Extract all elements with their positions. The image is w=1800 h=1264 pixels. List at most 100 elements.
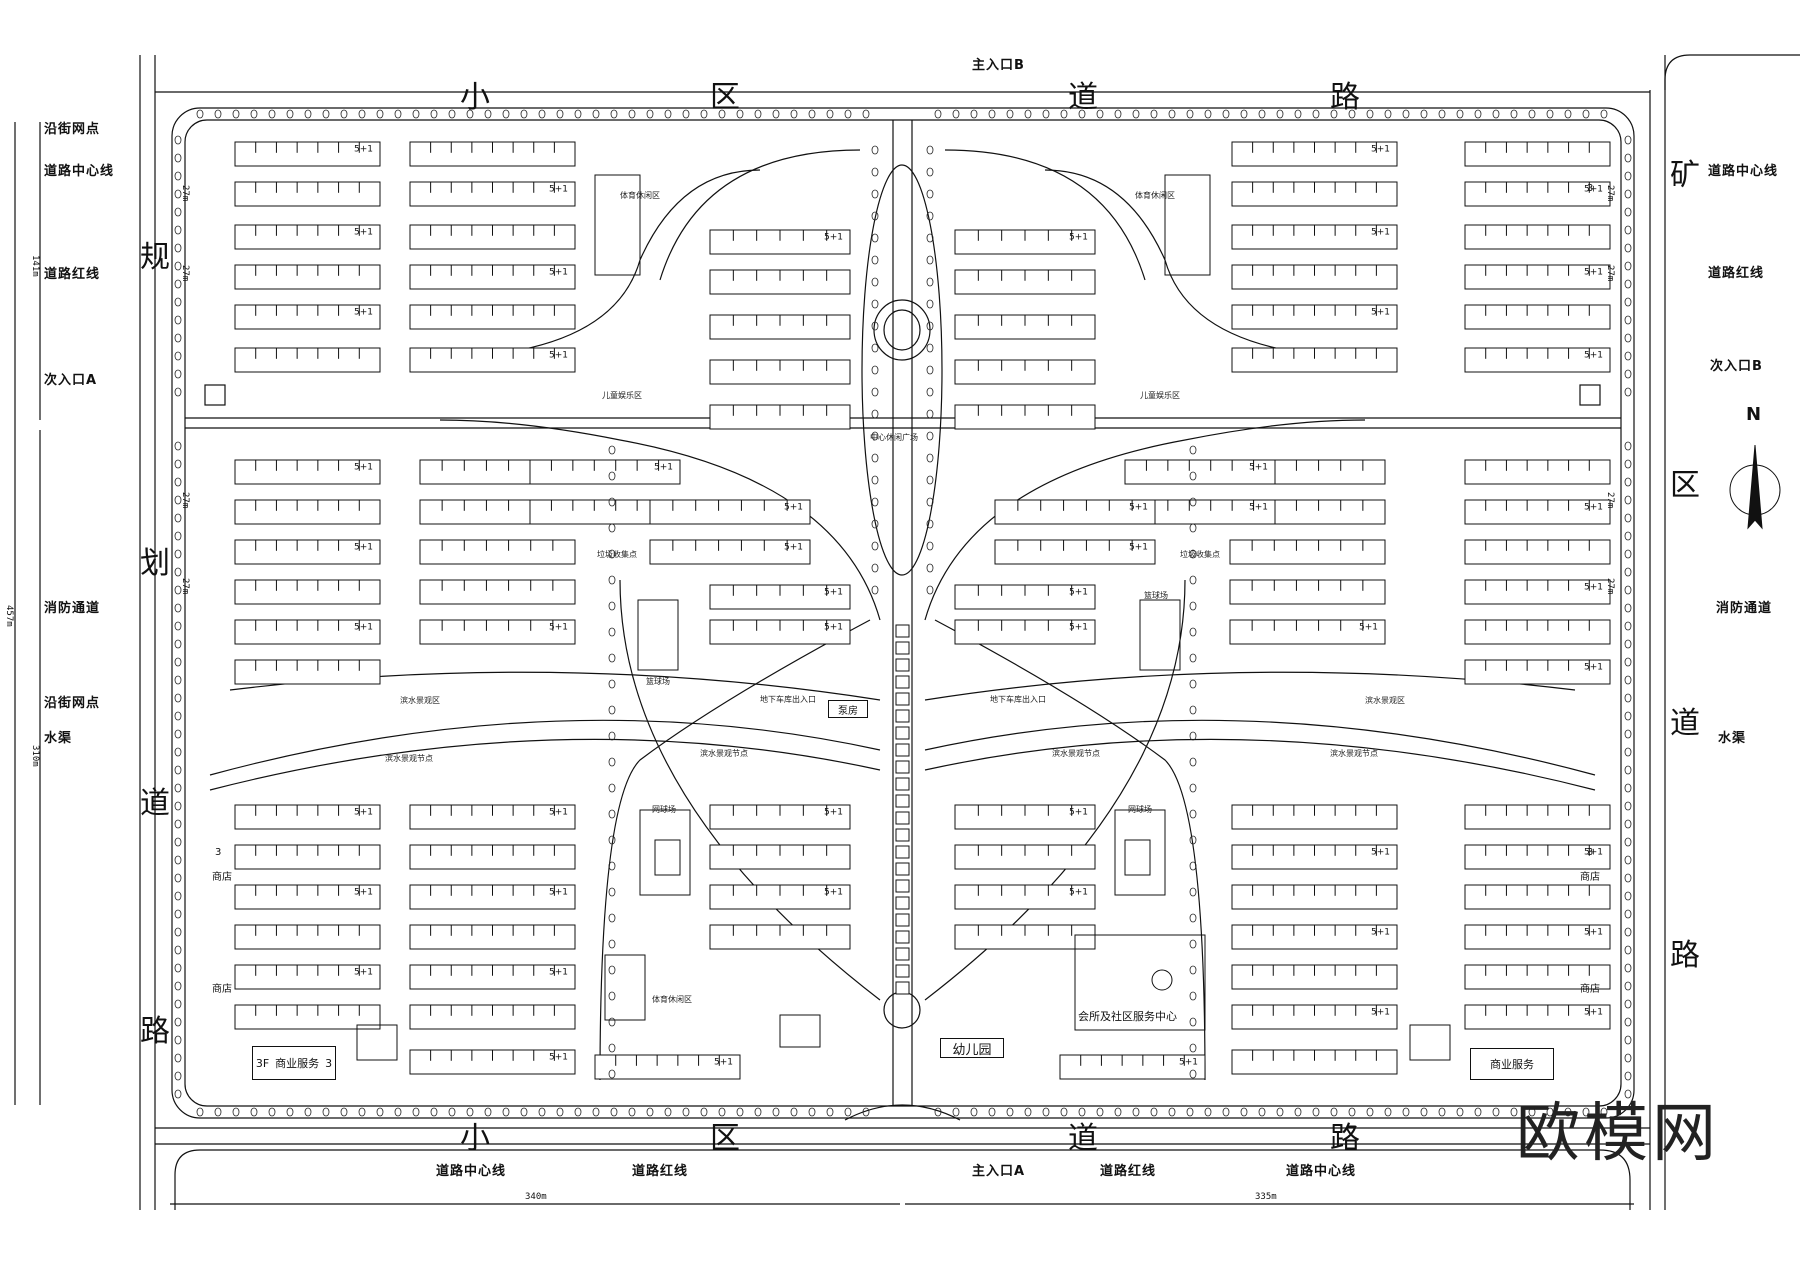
building-unit-label: 5+1	[354, 968, 373, 978]
tree-symbol	[1624, 711, 1632, 721]
pump-house-label: 泵房	[828, 700, 868, 718]
tree-symbol	[871, 519, 879, 529]
tree-symbol	[286, 1107, 294, 1117]
building-unit-label: 5+1	[1584, 268, 1603, 278]
road-name-top-3: 道	[1068, 80, 1098, 115]
tree-symbol	[736, 109, 744, 119]
tree-symbol	[174, 765, 182, 775]
tree-symbol	[1312, 1107, 1320, 1117]
tree-symbol	[926, 475, 934, 485]
tree-symbol	[1132, 1107, 1140, 1117]
tree-symbol	[1624, 981, 1632, 991]
building-unit-label: 5+1	[1179, 1058, 1198, 1068]
road-name-top-2: 区	[710, 80, 740, 115]
spine-paving-tile	[895, 675, 910, 689]
tree-symbol	[871, 211, 879, 221]
tree-symbol	[502, 109, 510, 119]
tree-symbol	[1168, 109, 1176, 119]
tree-symbol	[394, 109, 402, 119]
tree-symbol	[1312, 109, 1320, 119]
tree-symbol	[871, 189, 879, 199]
tree-symbol	[1042, 109, 1050, 119]
tree-symbol	[826, 109, 834, 119]
tree-symbol	[1624, 855, 1632, 865]
label-canal-right: 水渠	[1718, 731, 1747, 746]
tree-symbol	[926, 409, 934, 419]
tree-symbol	[871, 563, 879, 573]
tree-symbol	[1624, 783, 1632, 793]
label-road-centerline-left: 道路中心线	[44, 164, 115, 179]
tree-symbol	[430, 1107, 438, 1117]
tree-symbol	[1624, 1035, 1632, 1045]
tree-symbol	[1624, 567, 1632, 577]
label-fire-lane-right: 消防通道	[1716, 601, 1773, 616]
tree-symbol	[646, 109, 654, 119]
tree-symbol	[1624, 441, 1632, 451]
residential-building	[1464, 304, 1611, 330]
floors-right-top: 3	[1587, 183, 1594, 194]
tree-symbol	[1384, 1107, 1392, 1117]
label-bottom-centerline-left: 道路中心线	[436, 1164, 507, 1179]
tree-symbol	[772, 109, 780, 119]
tree-symbol	[174, 243, 182, 253]
building-unit-label: 5+1	[354, 808, 373, 818]
tree-symbol	[1624, 387, 1632, 397]
tree-symbol	[520, 109, 528, 119]
tree-symbol	[1624, 261, 1632, 271]
commercial-left-floors: 3F	[255, 1056, 270, 1070]
tree-symbol	[304, 1107, 312, 1117]
dim-335: 335m	[1255, 1192, 1277, 1202]
tree-symbol	[1624, 927, 1632, 937]
tree-symbol	[871, 145, 879, 155]
garbage-label-2: 垃圾收集点	[1180, 550, 1220, 559]
tree-symbol	[174, 387, 182, 397]
tree-symbol	[1624, 657, 1632, 667]
spine-paving-tile	[895, 743, 910, 757]
road-name-left-3: 道	[140, 786, 170, 821]
water-node-3: 滨水景观节点	[1052, 749, 1100, 758]
tree-symbol	[700, 1107, 708, 1117]
tree-symbol	[174, 225, 182, 235]
sports-zone-bottom: 体育休闲区	[652, 995, 692, 1004]
tree-symbol	[174, 639, 182, 649]
commercial-service-right: 商业服务	[1470, 1048, 1554, 1080]
building-unit-label: 5+1	[354, 463, 373, 473]
tree-symbol	[268, 109, 276, 119]
road-name-bottom-1: 小	[460, 1121, 490, 1156]
tree-symbol	[1438, 109, 1446, 119]
road-name-right-1: 矿	[1670, 158, 1700, 193]
tree-symbol	[1024, 109, 1032, 119]
tree-symbol	[1624, 1017, 1632, 1027]
tree-symbol	[376, 1107, 384, 1117]
road-name-left-1: 规	[140, 240, 170, 275]
tree-symbol	[1546, 1107, 1554, 1117]
tree-symbol	[1624, 945, 1632, 955]
tree-symbol	[1624, 243, 1632, 253]
tree-symbol	[174, 909, 182, 919]
spine-paving-tile	[895, 760, 910, 774]
building-unit-label: 5+1	[1584, 351, 1603, 361]
tree-symbol	[736, 1107, 744, 1117]
tree-symbol	[608, 653, 616, 663]
tree-symbol	[1624, 1053, 1632, 1063]
building-unit-label: 5+1	[549, 623, 568, 633]
tree-symbol	[1624, 477, 1632, 487]
tree-symbol	[448, 1107, 456, 1117]
tree-symbol	[608, 965, 616, 975]
tree-symbol	[608, 679, 616, 689]
tree-symbol	[174, 675, 182, 685]
tree-symbol	[926, 541, 934, 551]
tree-symbol	[1384, 109, 1392, 119]
kindergarten-label: 幼儿园	[940, 1038, 1004, 1058]
building-unit-label: 5+1	[1069, 233, 1088, 243]
residential-building	[1464, 499, 1611, 525]
tree-symbol	[1624, 693, 1632, 703]
dim-340: 340m	[525, 1192, 547, 1202]
tree-symbol	[608, 939, 616, 949]
tree-symbol	[608, 575, 616, 585]
tree-symbol	[1624, 153, 1632, 163]
tree-symbol	[1114, 109, 1122, 119]
spine-paving-tile	[895, 828, 910, 842]
tree-symbol	[1006, 1107, 1014, 1117]
